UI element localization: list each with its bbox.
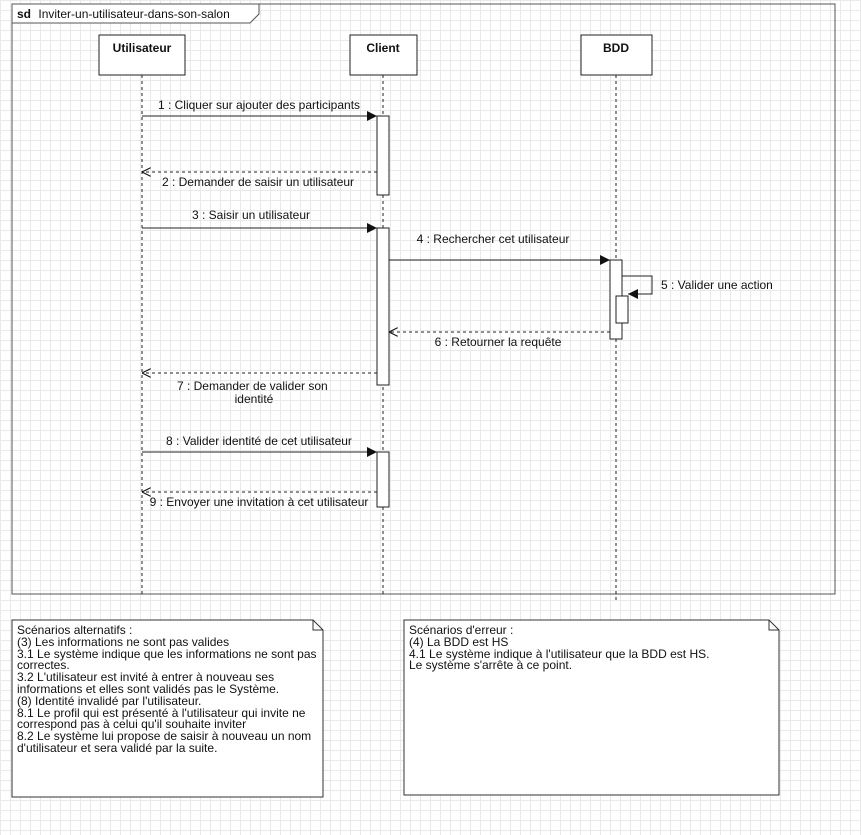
message-9-label: 9 : Envoyer une invitation à cet utilisa… bbox=[150, 495, 369, 509]
message-7-label-line-2: identité bbox=[235, 392, 274, 406]
lifeline-head-utilisateur[interactable] bbox=[98, 34, 186, 76]
lifeline-label-utilisateur: Utilisateur bbox=[113, 41, 172, 55]
message-7-label: 7 : Demander de valider son identité bbox=[177, 379, 331, 406]
message-3-label: 3 : Saisir un utilisateur bbox=[192, 208, 310, 222]
lifeline-label-client: Client bbox=[366, 41, 399, 55]
activation-client-2 bbox=[376, 227, 390, 386]
message-8-label: 8 : Valider identité de cet utilisateur bbox=[166, 434, 352, 448]
frame-border bbox=[11, 3, 836, 595]
lifeline-head-bdd[interactable] bbox=[580, 34, 653, 76]
lifeline-label-bdd: BDD bbox=[603, 41, 629, 55]
note-erreur-fold bbox=[768, 620, 779, 631]
message-4-label: 4 : Rechercher cet utilisateur bbox=[417, 232, 570, 246]
note-erreur[interactable]: Scénarios d'erreur : (4) La BDD est HS 4… bbox=[409, 623, 710, 673]
note-alternatifs[interactable]: Scénarios alternatifs : (3) Les informat… bbox=[17, 623, 317, 755]
note-alternatifs-fold bbox=[312, 620, 323, 631]
activation-bdd-nested bbox=[615, 295, 629, 324]
activation-client-3 bbox=[376, 451, 390, 508]
activation-client-1 bbox=[376, 115, 390, 196]
message-7-label-line-1: 7 : Demander de valider son bbox=[177, 379, 328, 393]
message-5-arrow bbox=[622, 275, 653, 299]
note-alternatifs-outline bbox=[11, 619, 324, 798]
frame-keyword: sd bbox=[17, 7, 31, 21]
message-2-label: 2 : Demander de saisir un utilisateur bbox=[162, 175, 354, 189]
message-5-label: 5 : Valider une action bbox=[661, 278, 773, 292]
frame-title: sd Inviter-un-utilisateur-dans-son-salon bbox=[17, 7, 230, 21]
lifeline-head-client[interactable] bbox=[349, 34, 418, 76]
note-erreur-outline bbox=[403, 619, 780, 796]
frame-tab bbox=[11, 3, 260, 24]
frame-name: Inviter-un-utilisateur-dans-son-salon bbox=[38, 7, 229, 21]
message-1-label: 1 : Cliquer sur ajouter des participants bbox=[158, 98, 360, 112]
message-6-label: 6 : Retourner la requête bbox=[435, 335, 562, 349]
